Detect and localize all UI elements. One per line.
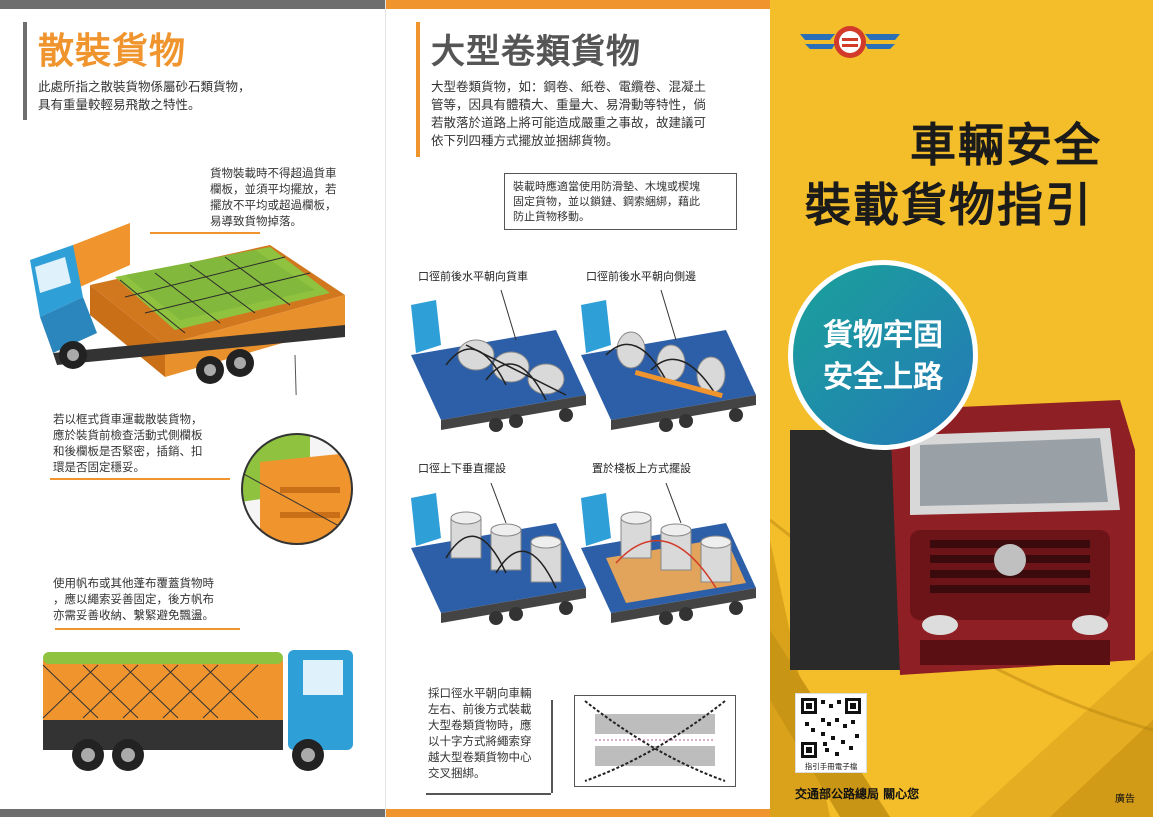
top-bar: [0, 0, 385, 9]
rolls-title: 大型卷類貨物: [431, 32, 641, 72]
section-bar: [23, 22, 27, 120]
panel-roll-cargo: 大型卷類貨物 大型卷類貨物，如：鋼卷、紙卷、電纜卷、混凝土 管等，因具有體積大、…: [385, 0, 771, 817]
latch-detail-circle: [241, 433, 353, 545]
bulk-truck-illustration: [30, 223, 345, 395]
layout-label-3: 口徑上下垂直擺設: [418, 462, 506, 475]
bulk-note-2: 若以框式貨車運載散裝貨物， 應於裝貨前檢查活動式側欄板 和後欄板是否緊密，插銷、…: [53, 412, 203, 474]
bulk-note-3: 使用帆布或其他蓬布覆蓋貨物時 ，應以繩索妥善固定，後方帆布 亦需妥善收納、繫緊避…: [53, 576, 214, 622]
agency-name: 交通部公路總局 關心您: [795, 787, 920, 801]
red-truck-illustration: [790, 400, 1135, 675]
cover-title-line2: 裝載貨物指引: [805, 178, 1093, 232]
note-underline: [426, 793, 551, 795]
qr-caption: 指引手冊電子檔: [804, 762, 858, 771]
bulk-title: 散裝貨物: [38, 31, 187, 72]
tarp-truck-illustration: [42, 650, 353, 771]
layout-label-4: 置於棧板上方式擺設: [592, 462, 691, 475]
cover-title-line1: 車輛安全: [910, 118, 1102, 172]
ad-label: 廣告: [1115, 794, 1135, 805]
rolls-bottom-note: 採口徑水平朝向車輛 左右、前後方式裝載 大型卷類貨物時，應 以十字方式將繩索穿 …: [428, 686, 532, 780]
slogan-circle: 貨物牢固 安全上路: [788, 260, 978, 450]
layout-label-2: 口徑前後水平朝向側邊: [586, 270, 696, 283]
layout-label-1: 口徑前後水平朝向貨車: [418, 270, 528, 283]
panel-cover: 車輛安全 裝載貨物指引 貨物牢固 安全上路: [770, 0, 1153, 817]
roll-layout-upright: [411, 482, 586, 625]
agency-logo: [800, 26, 900, 58]
bottom-bar: [386, 809, 771, 817]
note-underline: [50, 478, 230, 480]
roll-layout-front-rear: [411, 289, 586, 432]
note-underline: [150, 232, 260, 234]
bulk-intro: 此處所指之散裝貨物係屬砂石類貨物， 具有重量較輕易飛散之特性。: [38, 79, 251, 112]
bottom-bar: [0, 809, 385, 817]
section-bar: [416, 22, 420, 157]
note-bracket: [551, 700, 553, 793]
bulk-note-1: 貨物裝載時不得超過貨車 欄板，並須平均擺放，若 擺放不平均或超過欄板， 易導致貨…: [210, 166, 337, 228]
slogan-line1: 貨物牢固: [823, 318, 943, 353]
qr-code[interactable]: 指引手冊電子檔: [795, 693, 867, 773]
rolls-box-note: 裝載時應適當使用防滑墊、木塊或楔塊 固定貨物，並以鎖鏈、鋼索綑綁，藉此 防止貨物…: [504, 173, 737, 230]
cross-tie-diagram: [574, 695, 736, 787]
roll-layout-pallet: [581, 482, 756, 625]
slogan-line2: 安全上路: [823, 360, 943, 395]
roll-layout-sideways: [581, 289, 756, 432]
rolls-intro: 大型卷類貨物，如：鋼卷、紙卷、電纜卷、混凝土 管等，因具有體積大、重量大、易滑動…: [431, 79, 707, 148]
top-bar: [386, 0, 771, 9]
panel-bulk-cargo: 散裝貨物 此處所指之散裝貨物係屬砂石類貨物， 具有重量較輕易飛散之特性。 貨物裝…: [0, 0, 385, 817]
note-underline: [55, 628, 240, 630]
